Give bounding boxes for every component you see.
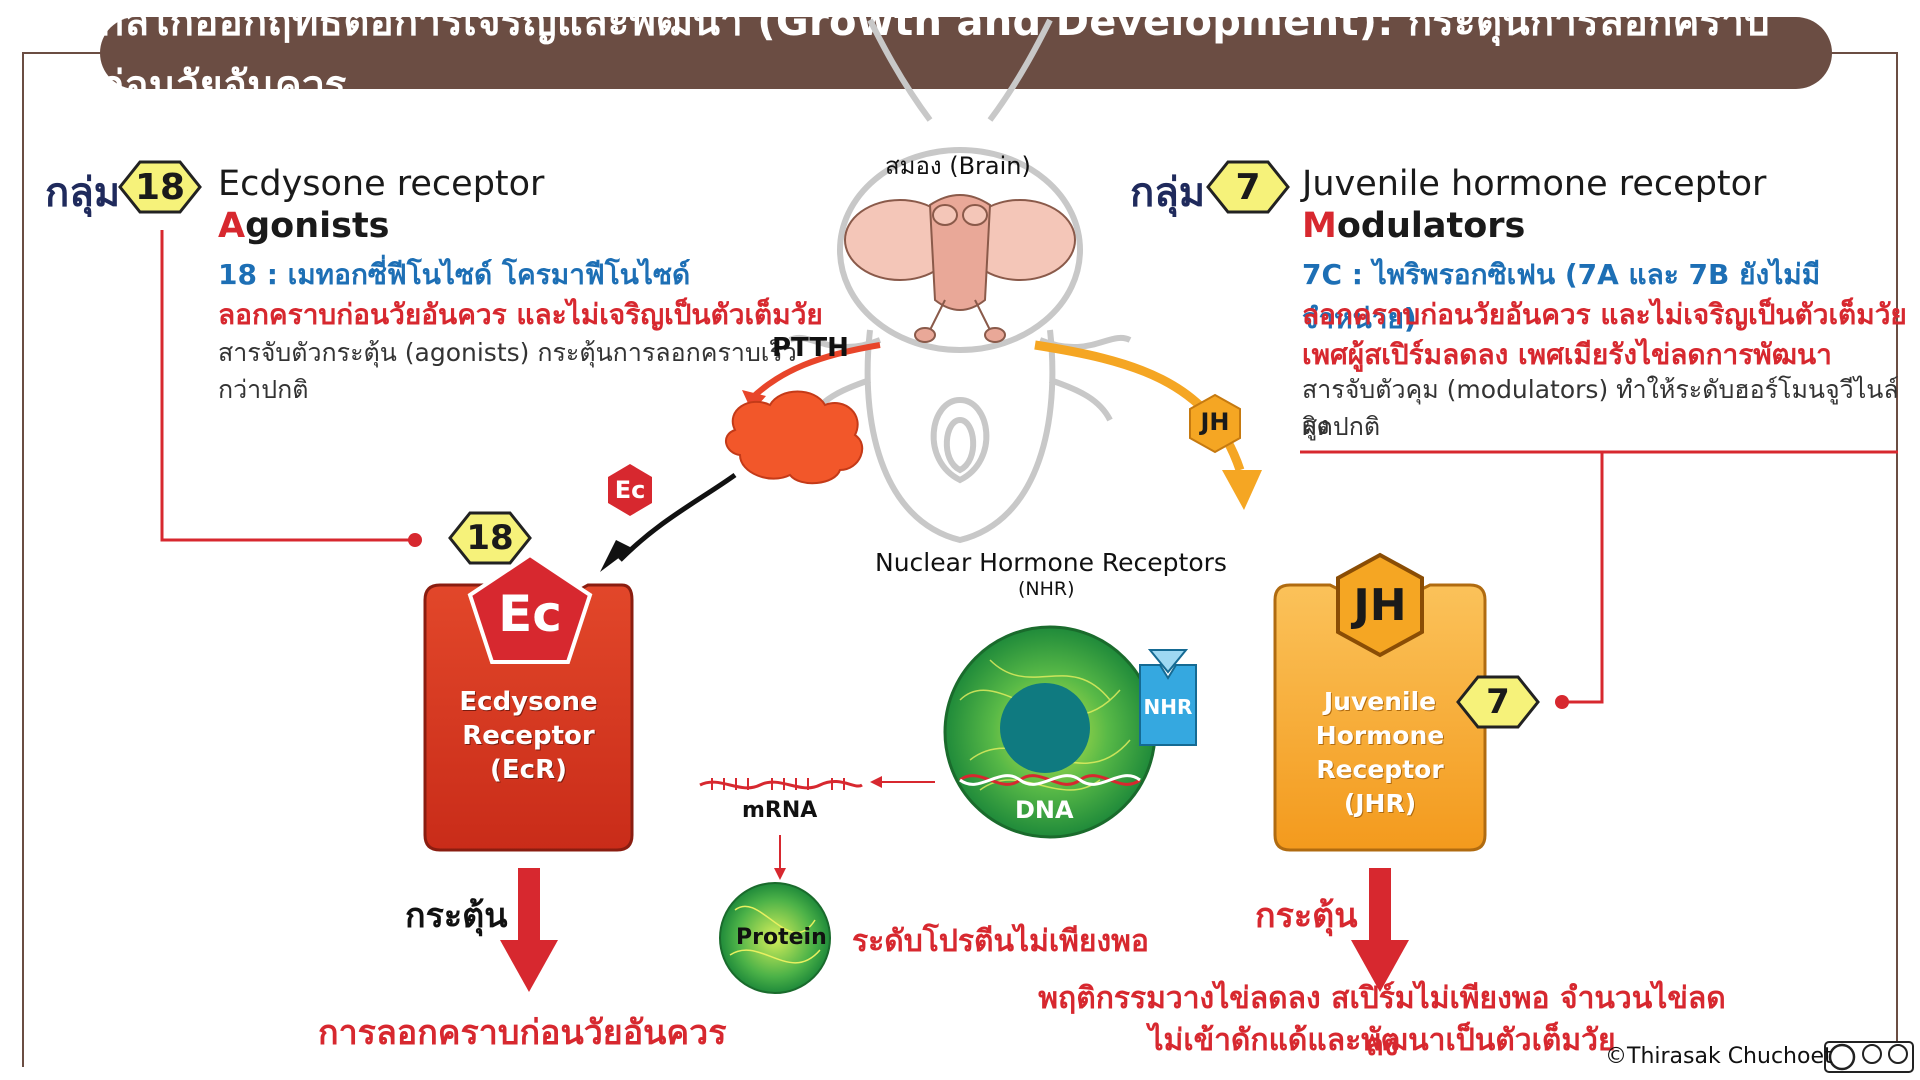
ec-ligand-label: Ec <box>498 585 562 643</box>
badge-18-receptor-hexagon <box>448 511 532 565</box>
ec-ligand-pentagon <box>467 552 593 664</box>
brain-label: สมอง (Brain) <box>885 152 1031 180</box>
left-description-line1: สารจับตัวกระตุ้น (agonists) กระตุ้นการลอ… <box>218 338 797 367</box>
right-effect-line2: เพศผู้สเปิร์มลดลง เพศเมียรังไข่ลดการพัฒน… <box>1302 338 1832 371</box>
ecr-label-line2: Receptor <box>462 721 595 751</box>
protein-label: Protein <box>736 925 827 950</box>
nhr-title: Nuclear Hormone Receptors <box>875 548 1227 577</box>
left-receptor-type: Agonists <box>218 206 390 246</box>
left-down-arrow <box>500 868 558 992</box>
ecr-label-line1: Ecdysone <box>459 687 598 717</box>
left-description-line2: กว่าปกติ <box>218 375 309 404</box>
jh-hormone-hexagon <box>1189 393 1241 454</box>
mrna-label: mRNA <box>742 798 818 823</box>
right-chemicals: 7C : ไพริพรอกซิเฟน (7A และ 7B ยังไม่มีจำ… <box>1302 258 1821 335</box>
right-description-line2: ผิดปกติ <box>1302 412 1381 441</box>
badge-7-header-hexagon <box>1206 160 1290 214</box>
ec-hormone-hexagon <box>608 464 652 516</box>
mrna-strand <box>699 778 863 790</box>
ec-hormone-tag: Ec <box>614 476 646 504</box>
cc-license-icon <box>1824 1041 1914 1073</box>
left-receptor-badge: 18 <box>466 518 514 558</box>
frame-top-left <box>22 52 102 54</box>
dna-label: DNA <box>1015 796 1074 824</box>
left-chemicals: 18 : เมทอกซี่ฟีโนไซด์ โครมาฟีโนไซด์ <box>218 258 691 291</box>
jhr-label-line4: (JHR) <box>1343 789 1417 818</box>
right-outcome-line1: พฤติกรรมวางไข่ลดลง สเปิร์มไม่เพียงพอ จำน… <box>1038 981 1726 1063</box>
protein-effect: ระดับโปรตีนไม่เพียงพอ <box>852 924 1149 959</box>
left-group-word: กลุ่ม <box>45 170 121 216</box>
left-effect: ลอกคราบก่อนวัยอันควร และไม่เจริญเป็นตัวเ… <box>218 298 823 331</box>
left-stimulate-label: กระตุ้น <box>405 896 508 936</box>
left-receptor-title: Ecdysone receptor <box>218 164 545 204</box>
jhr-label-line3: Receptor <box>1316 755 1444 784</box>
left-type-rest: gonists <box>245 206 390 246</box>
prothoracic-gland <box>725 390 864 485</box>
right-group-number: 7 <box>1235 166 1261 208</box>
right-type-rest: odulators <box>1336 206 1526 246</box>
right-receptor-badge: 7 <box>1486 682 1510 722</box>
right-down-arrow <box>1351 868 1409 992</box>
nhr-abbr: (NHR) <box>1018 578 1075 600</box>
right-outcome-line2: ไม่เข้าดักแด้และพัฒนาเป็นตัวเต็มวัย <box>1148 1023 1616 1058</box>
right-type-first-letter: M <box>1302 206 1337 246</box>
jh-ligand-hexagon <box>1336 552 1424 658</box>
frame-top-right <box>1830 52 1898 54</box>
badge-18-header-hexagon <box>118 160 202 214</box>
nhr-receptor-shape <box>1139 664 1197 746</box>
jhr-label-line2: Hormone <box>1315 721 1445 750</box>
ptth-arrow <box>747 342 881 403</box>
ecdysone-receptor-shape <box>423 583 634 852</box>
credit-text: ©Thirasak Chuchoet <box>1605 1044 1833 1069</box>
jhr-label-line1: Juvenile <box>1323 687 1437 716</box>
right-connector-line <box>1300 450 1898 704</box>
ptth-label: PTTH <box>772 333 849 363</box>
right-effect-line1: ลอกคราบก่อนวัยอันควร และไม่เจริญเป็นตัวเ… <box>1302 298 1907 331</box>
protein-ball <box>719 882 831 994</box>
right-receptor-title: Juvenile hormone receptor <box>1302 164 1767 204</box>
left-outcome: การลอกคราบก่อนวัยอันควร <box>318 1013 727 1053</box>
left-group-number: 18 <box>134 166 186 208</box>
frame-left <box>22 52 24 1067</box>
nucleus <box>943 625 1157 839</box>
brain-illustration <box>844 194 1076 343</box>
jh-ligand-label: JH <box>1353 580 1407 631</box>
ecr-label: Ecdysone Receptor (EcR) <box>425 685 632 787</box>
right-description-line1: สารจับตัวคุม (modulators) ทำให้ระดับฮอร์… <box>1302 375 1899 440</box>
jhr-receptor-shape <box>1273 583 1487 852</box>
ec-arrow <box>618 472 737 562</box>
ecr-label-line3: (EcR) <box>490 755 567 785</box>
right-stimulate-label: กระตุ้น <box>1255 896 1358 936</box>
frame-right <box>1896 52 1898 1052</box>
right-group-word: กลุ่ม <box>1130 170 1206 216</box>
badge-7-receptor-hexagon <box>1456 675 1540 729</box>
jhr-label: Juvenile Hormone Receptor (JHR) <box>1275 685 1485 821</box>
left-type-first-letter: A <box>218 206 246 246</box>
jh-hormone-tag: JH <box>1200 408 1230 436</box>
left-connector-line <box>160 230 415 542</box>
nhr-tag-label: NHR <box>1143 695 1193 719</box>
right-receptor-type: Modulators <box>1302 206 1525 246</box>
